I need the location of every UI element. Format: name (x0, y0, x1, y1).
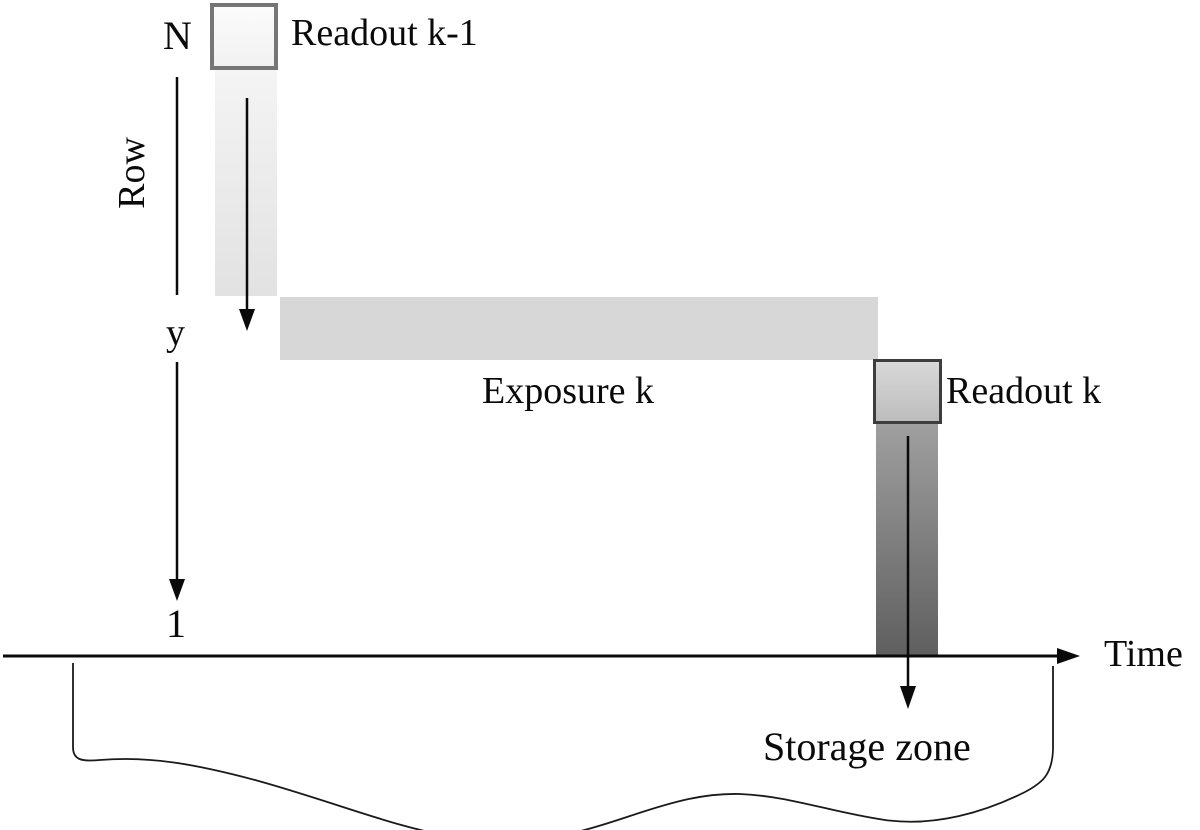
row-mid-tick-label: y (166, 312, 185, 354)
storage-zone-label: Storage zone (763, 724, 971, 769)
readout-k1-arrowhead-icon (239, 309, 255, 331)
readout-k-label: Readout k (946, 370, 1102, 412)
exposure-label: Exposure k (482, 370, 655, 412)
time-axis-label: Time (1104, 633, 1183, 675)
readout-k1-box (210, 3, 278, 70)
readout-k-box (873, 359, 942, 424)
row-axis-arrowhead-icon (169, 579, 185, 601)
readout-k-strip (876, 424, 938, 656)
exposure-bar (280, 297, 878, 360)
row-bottom-tick-label: 1 (166, 601, 186, 646)
row-axis-label: Row (111, 137, 153, 209)
readout-k1-strip (215, 70, 277, 296)
readout-k1-label: Readout k-1 (291, 12, 478, 54)
time-axis-arrowhead-icon (1057, 648, 1080, 664)
readout-k-arrowhead-icon (900, 686, 916, 709)
row-top-tick-label: N (163, 13, 192, 58)
